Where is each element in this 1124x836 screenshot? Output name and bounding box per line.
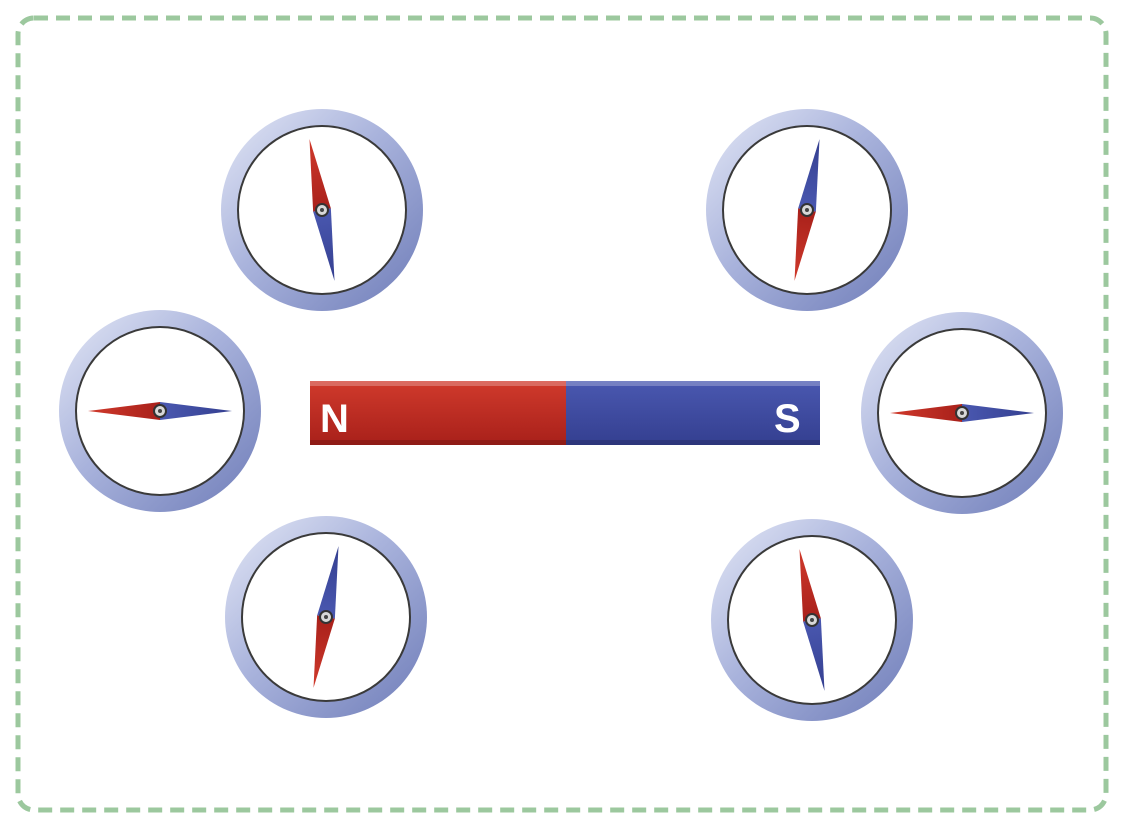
compass-middle-left <box>59 310 261 512</box>
compass-top-left <box>221 109 423 311</box>
bar-magnet: N S <box>310 381 820 445</box>
compass-bottom-left <box>225 516 427 718</box>
compass-bottom-right <box>711 519 913 721</box>
magnet-south-label: S <box>774 397 801 441</box>
magnet-north-label: N <box>320 397 349 441</box>
compass-top-right <box>706 109 908 311</box>
compass-middle-right <box>861 312 1063 514</box>
